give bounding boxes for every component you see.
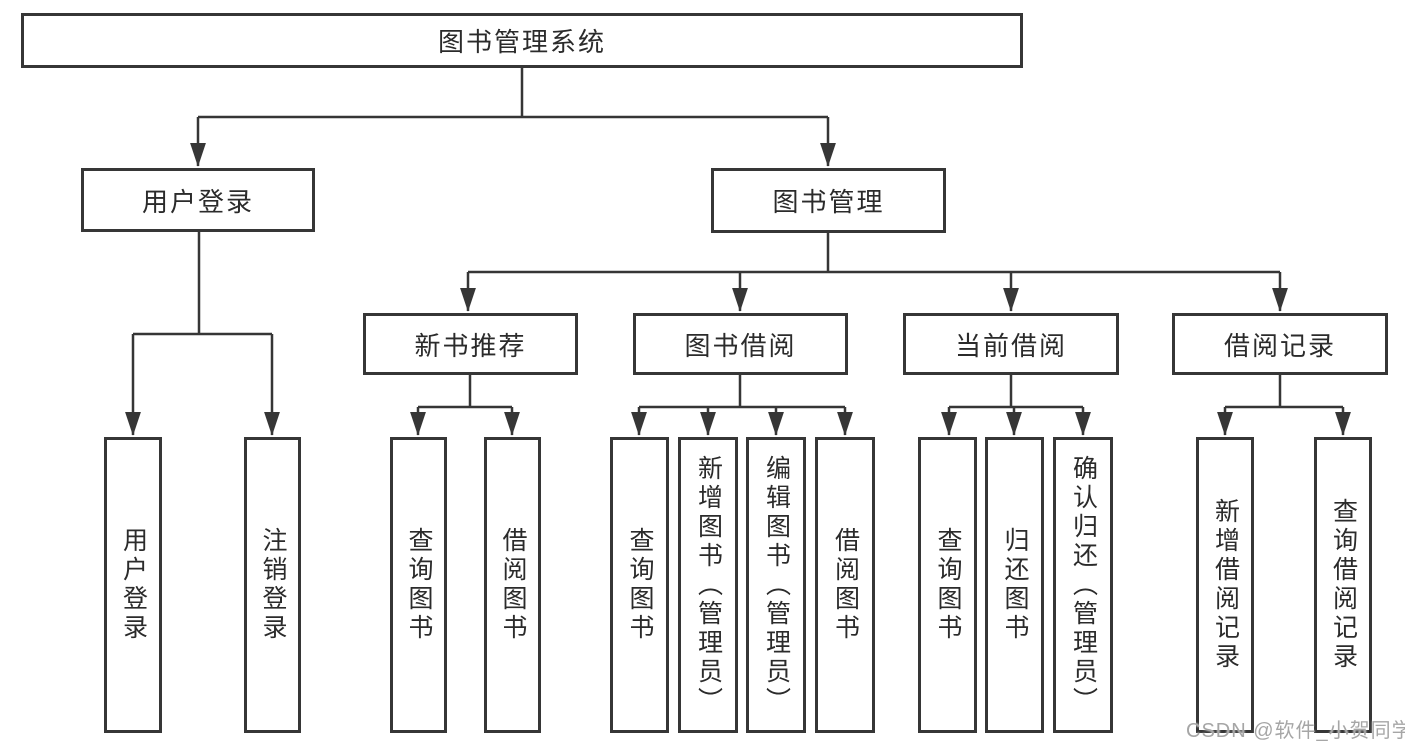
node-current-borrowing: 当前借阅 — [903, 313, 1119, 375]
connector-mgmt-to-level3 — [460, 231, 1289, 312]
connector-rec-to-leaves — [410, 373, 521, 436]
node-new-book-recommend: 新书推荐 — [363, 313, 578, 375]
connector-record-to-leaves — [1217, 373, 1352, 436]
leaf-rec-borrow-books: 借阅图书 — [484, 437, 541, 733]
leaf-record-query-borrow-record: 查询借阅记录 — [1314, 437, 1372, 733]
leaf-current-query-books: 查询图书 — [918, 437, 977, 733]
connector-borrow-to-leaves — [631, 373, 854, 436]
leaf-current-return-books: 归还图书 — [985, 437, 1044, 733]
leaf-borrow-edit-books-admin: 编辑图书（管理员） — [746, 437, 806, 733]
leaf-logout-login: 注销登录 — [244, 437, 301, 733]
leaf-borrow-query-books: 查询图书 — [610, 437, 669, 733]
connector-login-to-leaves — [125, 230, 281, 436]
leaf-user-login: 用户登录 — [104, 437, 162, 733]
leaf-borrow-lend-books: 借阅图书 — [815, 437, 875, 733]
connector-root-to-level2 — [190, 65, 837, 167]
leaf-rec-query-books: 查询图书 — [390, 437, 447, 733]
node-borrowing-records: 借阅记录 — [1172, 313, 1388, 375]
node-book-management: 图书管理 — [711, 168, 946, 233]
leaf-current-confirm-return-admin: 确认归还（管理员） — [1053, 437, 1113, 733]
leaf-record-add-borrow-record: 新增借阅记录 — [1196, 437, 1254, 733]
watermark-text: CSDN @软件_小贺同学 — [1186, 720, 1405, 742]
connector-current-to-leaves — [941, 373, 1092, 436]
node-library-management-system: 图书管理系统 — [21, 13, 1023, 68]
leaf-borrow-add-books-admin: 新增图书（管理员） — [678, 437, 738, 733]
node-book-borrowing: 图书借阅 — [633, 313, 848, 375]
node-user-login: 用户登录 — [81, 168, 315, 232]
